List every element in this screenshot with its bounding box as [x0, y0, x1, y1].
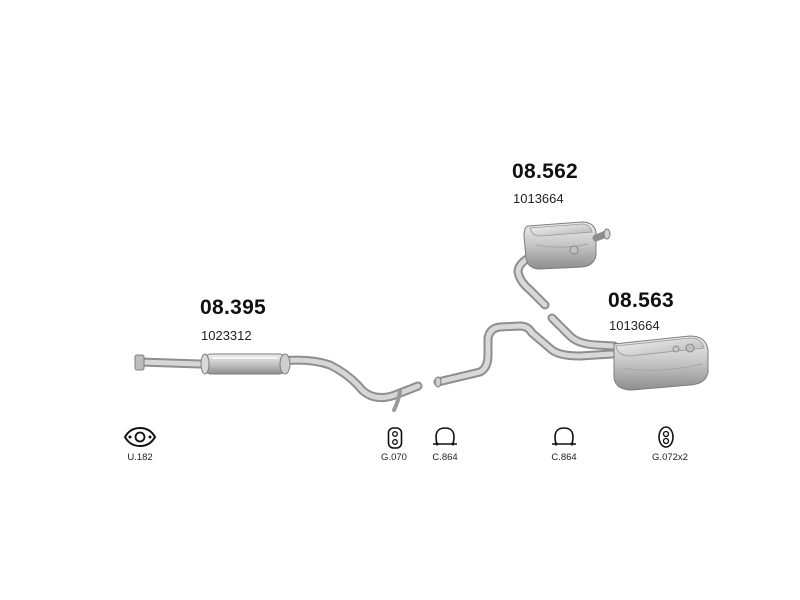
fitting-label-clamp-1: C.864	[432, 452, 458, 463]
middle-pipe-assembly	[433, 313, 619, 388]
fitting-label-clamp-2: C.864	[551, 452, 577, 463]
part-number-rear-upper: 08.562	[512, 160, 579, 183]
rubber-ring-icon	[658, 426, 674, 448]
rear-upper-muffler	[523, 221, 597, 270]
part-code-rear-lower: 1013664	[609, 318, 660, 333]
rear-upper-muffler-assembly	[513, 221, 611, 310]
part-number-front: 08.395	[200, 296, 267, 319]
rear-lower-muffler-assembly	[613, 335, 709, 391]
fitting-label-rubber-hanger-2: G.072x2	[652, 452, 688, 463]
fitting-label-gasket: U.182	[127, 452, 153, 463]
part-code-rear-upper: 1013664	[513, 191, 564, 206]
front-muffler	[200, 353, 291, 375]
front-pipe-assembly	[134, 353, 423, 412]
pipe-clamp-icon	[433, 427, 457, 446]
rear-lower-muffler	[613, 335, 709, 391]
front-inlet-flange	[134, 354, 145, 371]
fitting-label-rubber-hanger-1: G.070	[381, 452, 407, 463]
gasket-icon	[123, 426, 157, 448]
rubber-hanger-icon	[387, 427, 403, 449]
part-number-rear-lower: 08.563	[608, 289, 675, 312]
pipe-clamp-icon	[552, 427, 576, 446]
part-code-front: 1023312	[201, 328, 252, 343]
